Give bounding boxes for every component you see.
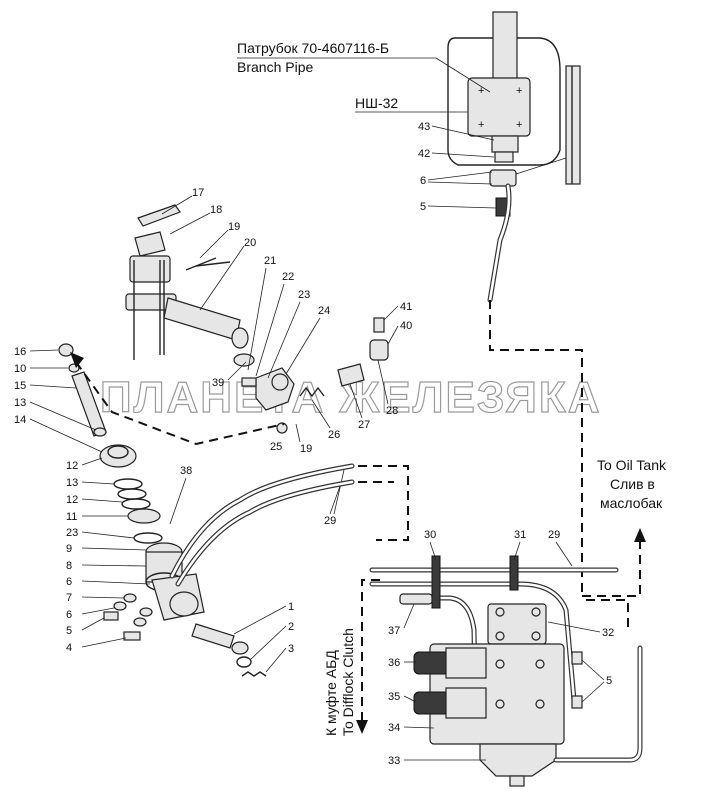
branch-pipe-caption-ru: Патрубок 70-4607116-Б [237,40,389,56]
svg-text:+: + [516,85,522,97]
callout-23-top: 23 [298,289,310,301]
callout-22: 22 [282,271,294,283]
callout-9: 9 [66,543,72,555]
callout-40: 40 [400,320,412,332]
oil-tank-caption-ru-2: маслобак [600,495,663,511]
callout-13-top: 13 [14,397,26,409]
callout-27: 27 [358,419,370,431]
callout-4: 4 [66,642,72,654]
callout-5-low: 5 [66,625,72,637]
callout-12-a: 12 [66,460,78,472]
arrowhead-up [634,528,646,542]
callout-11: 11 [66,511,77,523]
pump-assembly: + + + + [447,11,581,303]
callout-31: 31 [514,529,526,541]
arrowhead-left [70,352,84,368]
oil-tank-caption-en: To Oil Tank [597,457,667,473]
callout-6-top: 6 [420,175,426,187]
callout-39: 39 [212,377,224,389]
callout-14: 14 [14,414,26,426]
callout-2: 2 [288,621,294,633]
callout-19-b: 19 [300,443,312,455]
callout-25: 25 [270,441,282,453]
difflock-caption-group: К муфте АБД To Difflock Clutch [323,628,356,736]
callout-19-a: 19 [228,221,240,233]
callout-1: 1 [288,601,294,613]
pump-caption: НШ-32 [355,95,398,111]
difflock-caption-ru: К муфте АБД [323,650,339,736]
difflock-valve-assembly [58,343,267,677]
svg-text:+: + [516,119,522,131]
callout-6-mid: 6 [66,576,72,588]
callout-12-b: 12 [66,494,78,506]
callout-28: 28 [386,405,398,417]
difflock-caption-en: To Difflock Clutch [340,628,356,736]
callout-32: 32 [602,627,614,639]
callout-13-b: 13 [66,477,78,489]
distributor-assembly [369,555,643,787]
callout-15: 15 [14,380,26,392]
callout-5-right: 5 [606,675,612,687]
callout-6-low: 6 [66,609,72,621]
pipe-lines [169,463,355,587]
callout-8: 8 [66,560,72,572]
callout-10: 10 [14,363,26,375]
callout-17: 17 [192,187,204,199]
callout-38: 38 [180,465,192,477]
callout-42: 42 [418,148,430,160]
callout-33: 33 [388,755,400,767]
callout-35: 35 [388,691,400,703]
callout-21: 21 [264,255,276,267]
callout-16: 16 [14,346,26,358]
callout-20: 20 [244,237,256,249]
svg-text:+: + [478,85,484,97]
callout-7: 7 [66,592,72,604]
svg-text:+: + [478,119,484,131]
branch-pipe-caption-en: Branch Pipe [237,59,313,75]
control-linkage [125,204,389,434]
callout-29-a: 29 [324,515,336,527]
callout-24: 24 [318,305,330,317]
callout-23-b: 23 [66,527,78,539]
oil-tank-caption-ru-1: Слив в [610,476,655,492]
callout-3: 3 [288,643,294,655]
callout-5-top: 5 [420,201,426,213]
callout-29-b: 29 [548,529,560,541]
callout-41: 41 [400,301,412,313]
callout-30: 30 [424,529,436,541]
callout-37: 37 [388,625,400,637]
callout-43: 43 [418,121,430,133]
callout-34: 34 [388,722,400,734]
arrowhead-down [356,720,368,734]
callout-26: 26 [328,429,340,441]
callout-18: 18 [210,204,222,216]
callout-36: 36 [388,657,400,669]
dashed-connections [75,300,641,722]
